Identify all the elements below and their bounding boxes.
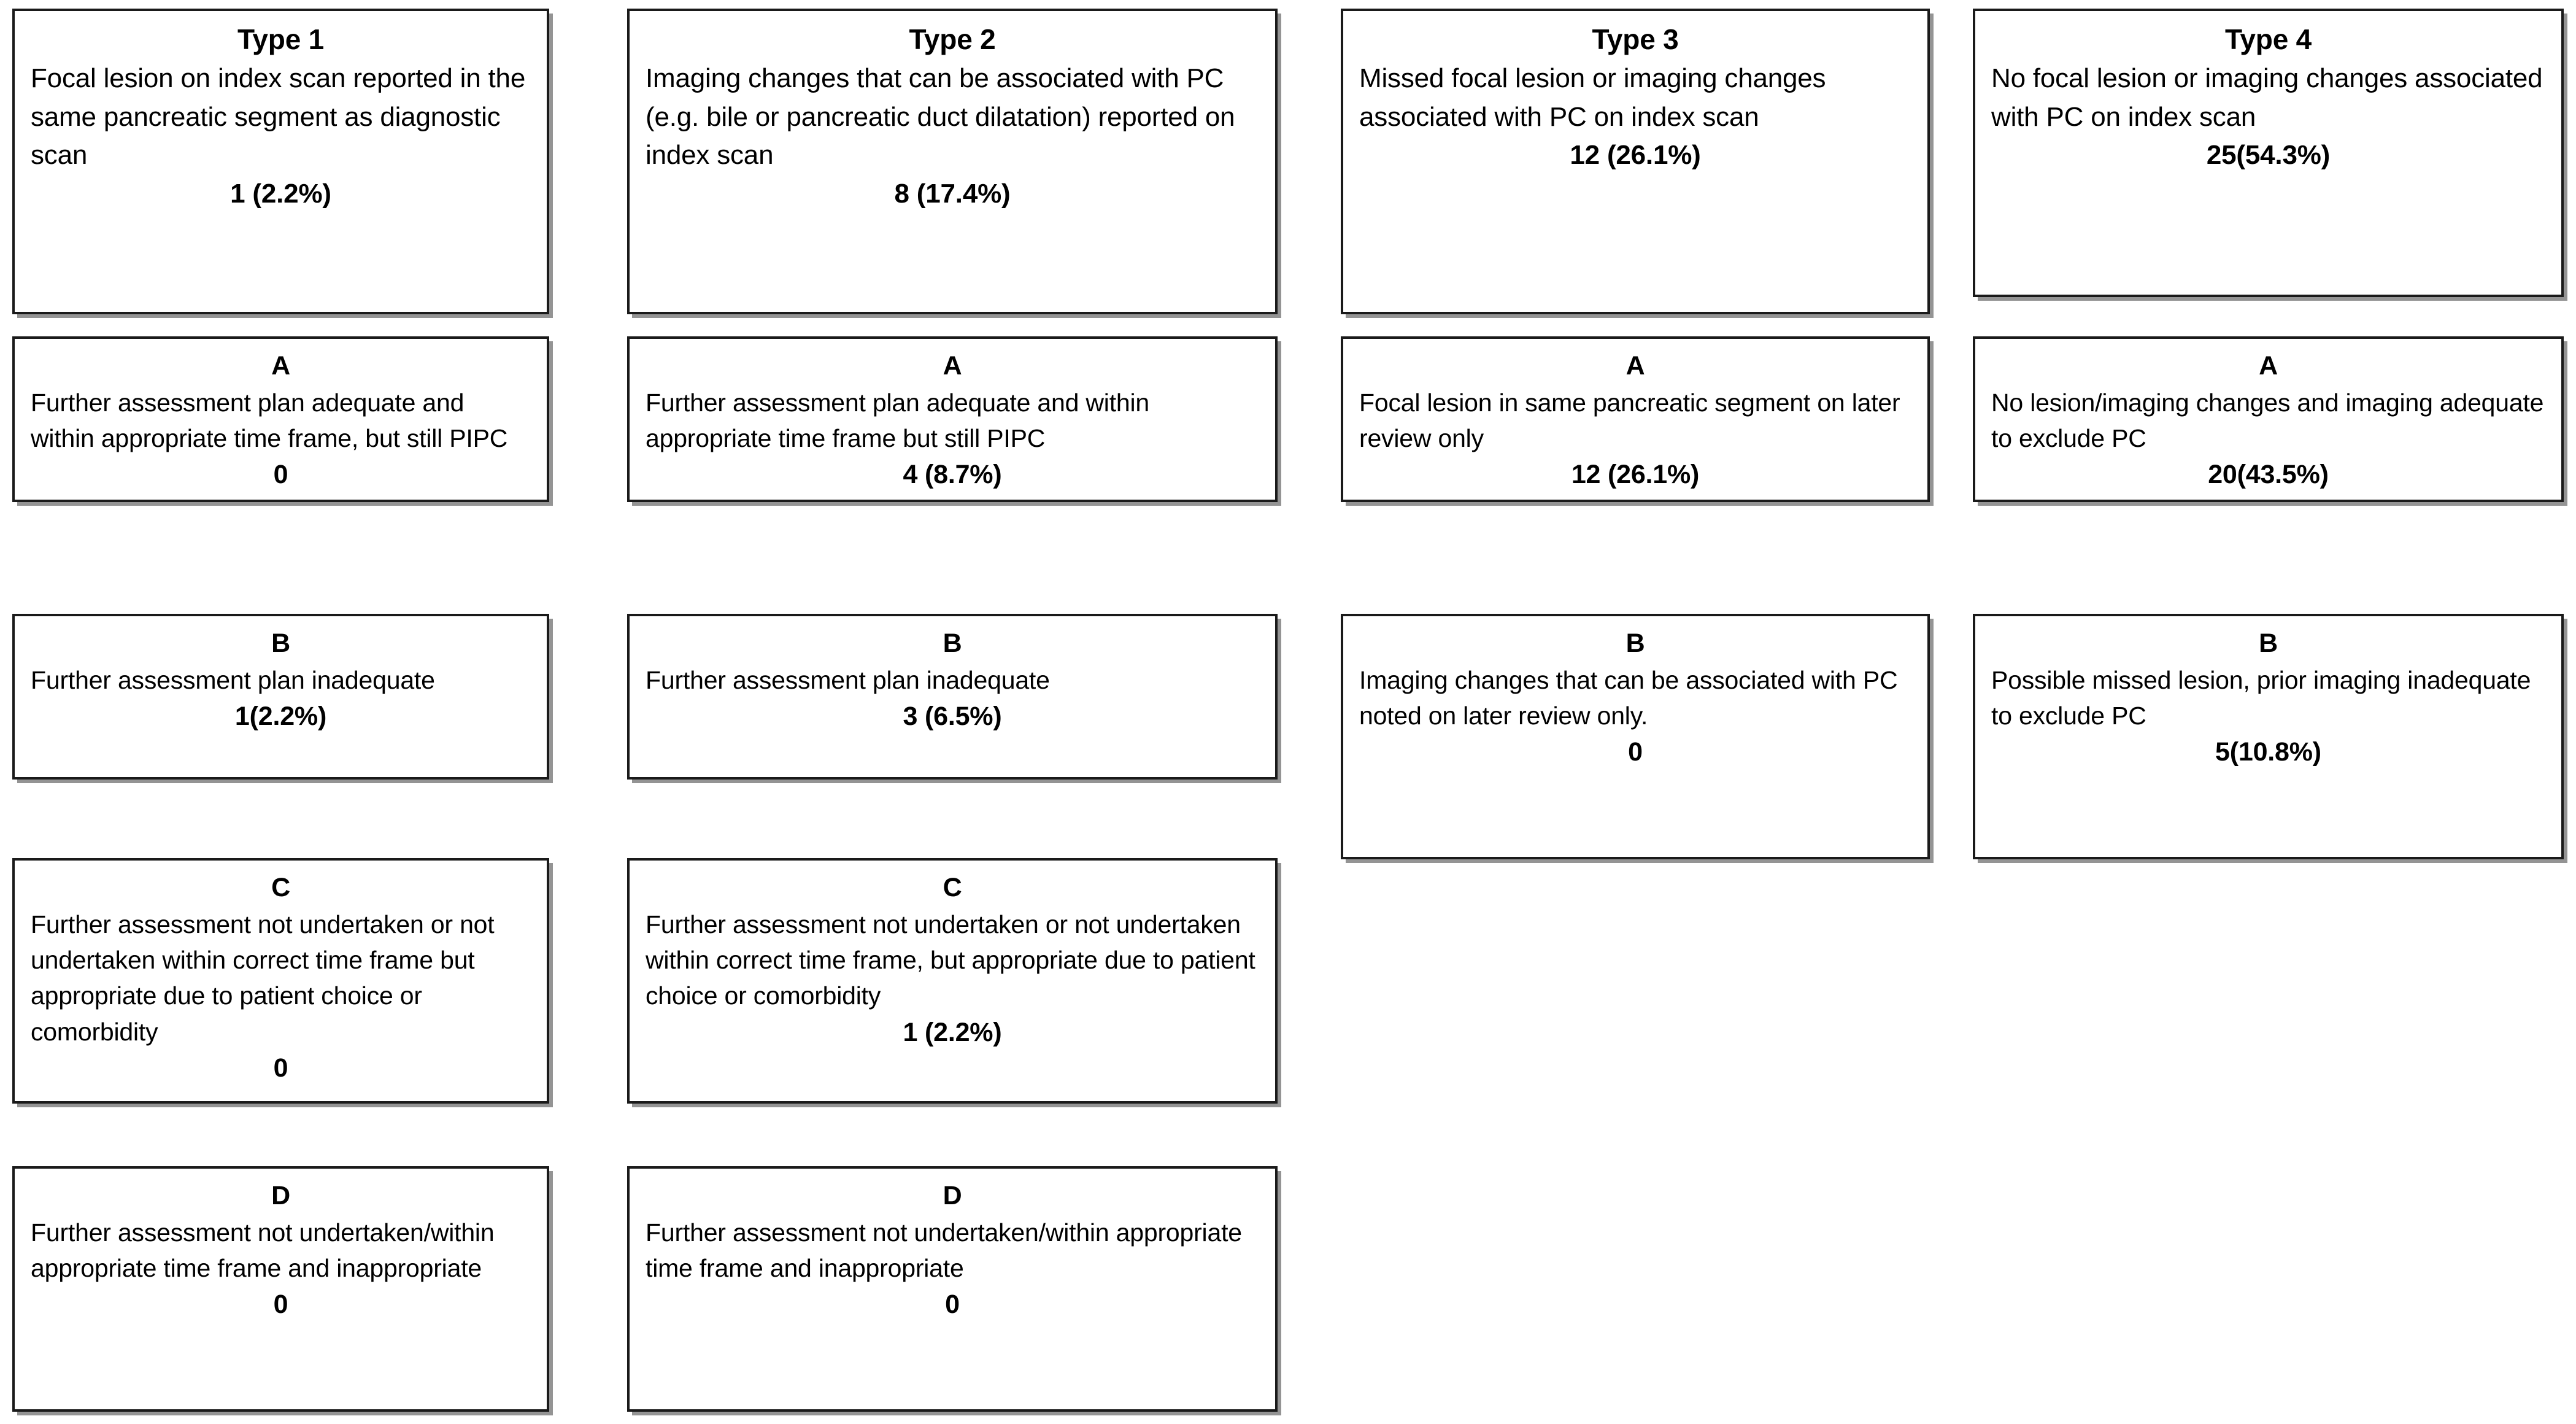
type2-sub-d-count: 0 — [945, 1290, 960, 1320]
type1-sub-d-count: 0 — [273, 1290, 288, 1320]
type3-sub-b-letter: B — [1625, 629, 1645, 658]
type4-sub-a-count: 20(43.5%) — [2208, 460, 2329, 490]
type4-sub-b-letter: B — [2259, 629, 2278, 658]
type2-sub-c-box: C Further assessment not undertaken or n… — [627, 858, 1278, 1104]
type3-sub-a-letter: A — [1625, 351, 1645, 381]
type1-header-box: Type 1 Focal lesion on index scan report… — [12, 9, 549, 314]
type1-title: Type 1 — [237, 23, 325, 55]
type2-sub-b-description: Further assessment plan inadequate — [646, 666, 1050, 695]
type3-sub-b-description: Imaging changes that can be associated w… — [1359, 666, 1911, 730]
type2-description: Imaging changes that can be associated w… — [646, 63, 1243, 171]
type4-sub-a-letter: A — [2259, 351, 2278, 381]
type2-header-box: Type 2 Imaging changes that can be assoc… — [627, 9, 1278, 314]
type1-sub-c-description: Further assessment not undertaken or not… — [31, 910, 501, 1046]
type1-sub-c-letter: C — [271, 873, 290, 902]
type4-title: Type 4 — [2224, 23, 2312, 55]
type4-sub-b-count: 5(10.8%) — [2215, 737, 2321, 767]
type1-sub-d-letter: D — [271, 1181, 290, 1210]
type1-sub-b-letter: B — [271, 629, 290, 658]
type1-sub-a-description: Further assessment plan adequate and wit… — [31, 389, 508, 453]
type1-sub-a-count: 0 — [273, 460, 288, 490]
type2-sub-c-letter: C — [943, 873, 962, 902]
type2-sub-a-count: 4 (8.7%) — [903, 460, 1002, 490]
type3-count: 12 (26.1%) — [1570, 140, 1701, 171]
type4-sub-b-description: Possible missed lesion, prior imaging in… — [1991, 666, 2538, 730]
type2-sub-b-box: B Further assessment plan inadequate 3 (… — [627, 614, 1278, 780]
type1-sub-b-box: B Further assessment plan inadequate 1(2… — [12, 614, 549, 780]
type2-sub-b-count: 3 (6.5%) — [903, 702, 1002, 732]
type1-sub-a-letter: A — [271, 351, 290, 381]
type3-title: Type 3 — [1592, 23, 1679, 55]
type3-sub-a-box: A Focal lesion in same pancreatic segmen… — [1341, 336, 1930, 502]
type2-count: 8 (17.4%) — [894, 178, 1011, 209]
type4-header-box: Type 4 No focal lesion or imaging change… — [1973, 9, 2564, 297]
type3-sub-a-count: 12 (26.1%) — [1571, 460, 1700, 490]
type3-sub-b-box: B Imaging changes that can be associated… — [1341, 614, 1930, 859]
type2-sub-c-count: 1 (2.2%) — [903, 1017, 1002, 1047]
type4-sub-b-box: B Possible missed lesion, prior imaging … — [1973, 614, 2564, 859]
type2-sub-a-box: A Further assessment plan adequate and w… — [627, 336, 1278, 502]
type4-count: 25(54.3%) — [2206, 140, 2331, 171]
type4-sub-a-box: A No lesion/imaging changes and imaging … — [1973, 336, 2564, 502]
type1-sub-b-count: 1(2.2%) — [234, 702, 327, 732]
type1-sub-d-box: D Further assessment not undertaken/with… — [12, 1166, 549, 1412]
type1-sub-c-box: C Further assessment not undertaken or n… — [12, 858, 549, 1104]
type2-sub-d-description: Further assessment not undertaken/within… — [646, 1218, 1249, 1283]
type2-sub-d-letter: D — [943, 1181, 962, 1210]
type1-sub-a-box: A Further assessment plan adequate and w… — [12, 336, 549, 502]
type4-description: No focal lesion or imaging changes assoc… — [1991, 63, 2550, 132]
type2-sub-a-letter: A — [943, 351, 962, 381]
type1-sub-d-description: Further assessment not undertaken/within… — [31, 1218, 501, 1283]
type1-sub-b-description: Further assessment plan inadequate — [31, 666, 435, 695]
type2-sub-d-box: D Further assessment not undertaken/with… — [627, 1166, 1278, 1412]
type4-sub-a-description: No lesion/imaging changes and imaging ad… — [1991, 389, 2551, 453]
type2-sub-a-description: Further assessment plan adequate and wit… — [646, 389, 1157, 453]
type2-title: Type 2 — [909, 23, 996, 55]
type2-sub-c-description: Further assessment not undertaken or not… — [646, 910, 1262, 1010]
type1-count: 1 (2.2%) — [230, 178, 331, 209]
type3-header-box: Type 3 Missed focal lesion or imaging ch… — [1341, 9, 1930, 314]
type1-description: Focal lesion on index scan reported in t… — [31, 63, 533, 171]
type1-sub-c-count: 0 — [273, 1053, 288, 1083]
type3-description: Missed focal lesion or imaging changes a… — [1359, 63, 1834, 132]
type3-sub-b-count: 0 — [1628, 737, 1643, 767]
type3-sub-a-description: Focal lesion in same pancreatic segment … — [1359, 389, 1907, 453]
type2-sub-b-letter: B — [943, 629, 962, 658]
